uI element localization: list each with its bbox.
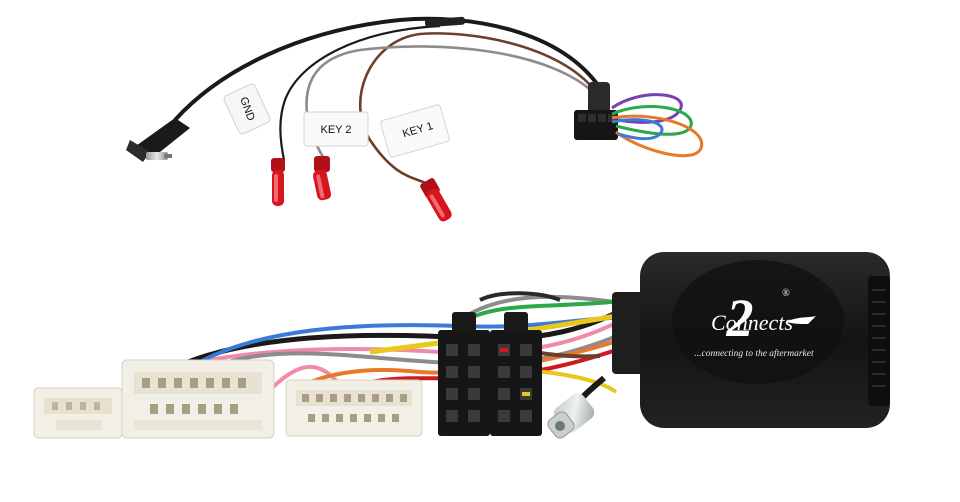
red-connector-gnd (271, 158, 285, 206)
logo-brand-word: Connects (711, 310, 793, 335)
bottom-harness: 2 ® Connects ...connecting to the afterm… (33, 252, 890, 439)
key2-label: KEY 2 (321, 124, 352, 136)
iso-connectors (438, 312, 542, 436)
colored-wire-loops (611, 93, 704, 158)
black-wire (173, 16, 602, 122)
logo-numeral: 2 (726, 288, 754, 348)
gnd-wire (279, 24, 441, 161)
gnd-tag: GND (223, 83, 271, 135)
white-connector-small (33, 387, 123, 439)
iso-connector-left (438, 312, 490, 436)
iso-connector-right (490, 312, 542, 436)
logo-tagline: ...connecting to the aftermarket (694, 348, 814, 359)
brown-wire (359, 32, 598, 189)
top-cable: GND KEY 2 KEY 1 (126, 16, 704, 222)
white-connector-large (121, 359, 275, 439)
logo-swoosh (786, 316, 816, 324)
interface-module: 2 ® Connects ...connecting to the afterm… (612, 252, 890, 428)
key2-tag: KEY 2 (303, 111, 369, 147)
top-multipin-connector (574, 82, 618, 140)
audio-jack (126, 118, 190, 162)
antenna-adapter (547, 375, 606, 439)
red-connector-key1 (420, 178, 452, 222)
logo-registered: ® (782, 288, 790, 299)
red-connector-key2 (312, 156, 332, 201)
connects2-logo: 2 ® Connects ...connecting to the afterm… (694, 288, 816, 359)
white-connector-medium (285, 379, 423, 437)
key1-tag: KEY 1 (380, 104, 450, 158)
red-bullet-connectors (271, 156, 452, 222)
